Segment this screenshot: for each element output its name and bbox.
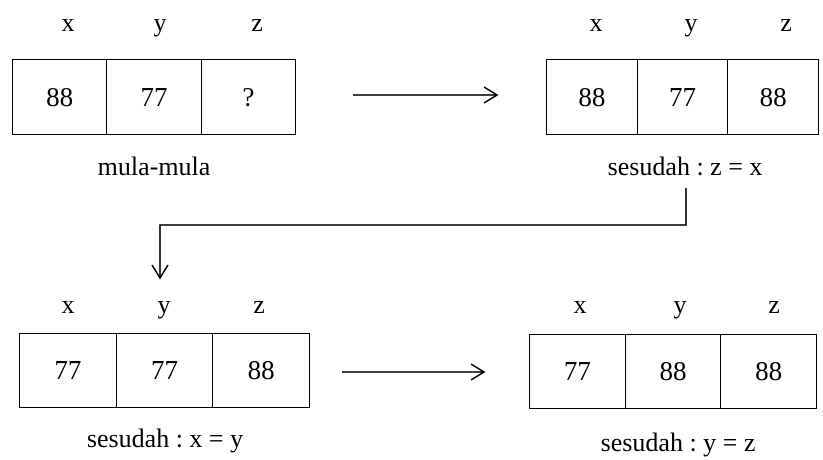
label-z: z bbox=[780, 8, 792, 37]
label-x: x bbox=[61, 8, 75, 37]
label-x: x bbox=[573, 290, 587, 319]
caption: sesudah : y = z bbox=[600, 428, 756, 457]
cell-y: 77 bbox=[107, 60, 202, 134]
label-y: y bbox=[684, 8, 698, 37]
label-x: x bbox=[589, 8, 603, 37]
cell-x: 77 bbox=[530, 335, 626, 408]
variable-box: 88 77 88 bbox=[546, 59, 819, 135]
label-z: z bbox=[253, 290, 265, 319]
arrow-right-icon bbox=[342, 363, 486, 381]
cell-z: 88 bbox=[247, 355, 275, 385]
cell-z: ? bbox=[242, 81, 255, 112]
cell-x: 88 bbox=[547, 60, 638, 134]
label-z: z bbox=[251, 8, 263, 37]
label-y: y bbox=[153, 8, 167, 37]
cell-y: 77 bbox=[638, 60, 729, 134]
label-z: z bbox=[768, 290, 780, 319]
cell-z: 88 bbox=[755, 356, 783, 386]
variable-box: 77 77 88 bbox=[19, 333, 310, 408]
arrow-right-icon bbox=[353, 86, 499, 104]
cell-y: 88 bbox=[626, 335, 722, 408]
label-x: x bbox=[61, 290, 75, 319]
cell-y: 77 bbox=[117, 334, 214, 407]
label-y: y bbox=[157, 290, 171, 319]
cell-x: 77 bbox=[20, 334, 117, 407]
variable-box: 88 77 ? bbox=[12, 59, 296, 135]
label-y: y bbox=[673, 290, 687, 319]
cell-x: 88 bbox=[13, 60, 108, 134]
caption: sesudah : z = x bbox=[607, 152, 763, 181]
connector-arrow-icon bbox=[151, 188, 687, 280]
caption: sesudah : x = y bbox=[86, 424, 244, 453]
variable-box: 77 88 88 bbox=[529, 334, 817, 409]
cell-z: 88 bbox=[759, 81, 787, 112]
caption: mula-mula bbox=[97, 152, 211, 181]
